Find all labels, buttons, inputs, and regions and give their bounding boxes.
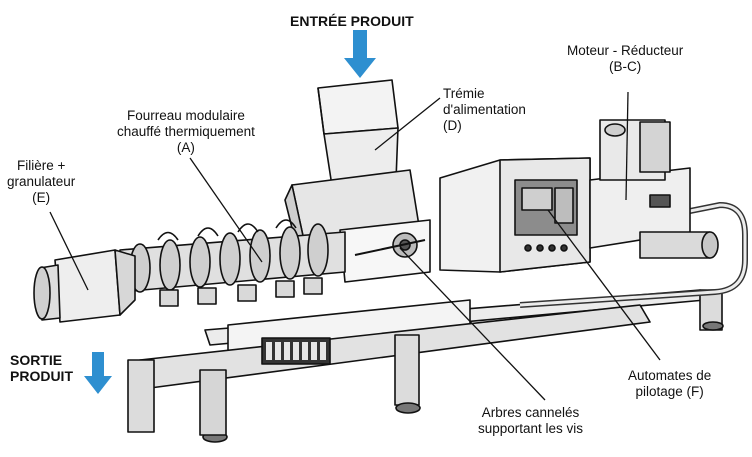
label-fourreau-line-1: Fourreau modulaire [127,108,245,123]
screw-window [339,219,431,283]
die-granulator [54,249,121,323]
leg-2 [394,334,420,406]
label-fourreau: Fourreau modulaire chauffé thermiquement… [117,108,255,156]
label-moteur-line-1: Moteur - Réducteur [567,43,684,58]
label-automates-line-2: pilotage (F) [635,384,704,399]
foot-2 [395,402,421,414]
feed-hopper [317,79,399,135]
label-fourreau-line-2: chauffé thermiquement [117,124,255,139]
label-tremie-line-3: (D) [443,118,462,133]
arrows [84,30,376,394]
leg-1 [127,359,155,433]
sortie-arrow-icon [84,352,112,394]
label-filiere-line-2: granulateur [7,174,76,189]
label-tremie-line-1: Trémie [443,86,485,101]
label-sortie-produit: SORTIE PRODUIT [10,352,73,384]
label-automates-line-1: Automates de [628,368,712,383]
label-fourreau-line-3: (A) [176,140,195,155]
leader-fourreau [189,157,263,263]
label-sortie-line-2: PRODUIT [10,368,73,384]
drive-cylinder [639,231,711,259]
leader-tremie [374,97,441,151]
label-arbres-line-1: Arbres cannelés [481,405,580,420]
label-arbres: Arbres cannelés supportant les vis [478,405,583,437]
label-filiere-line-3: (E) [32,190,51,205]
label-sortie-line-1: SORTIE [10,352,63,368]
label-filiere: Filière + granulateur (E) [7,158,75,206]
leader-automates [547,209,661,361]
heater-boxes [159,277,323,307]
label-tremie-line-2: d'alimentation [443,102,526,117]
label-moteur-line-2: (B-C) [609,59,642,74]
entree-arrow-icon [344,30,376,78]
leader-filiere [49,211,89,291]
foot-3 [702,321,724,331]
label-automates: Automates de pilotage (F) [628,368,711,400]
label-moteur: Moteur - Réducteur (B-C) [567,43,683,75]
leader-moteur [625,91,629,201]
label-filiere-line-1: Filière + [16,158,66,173]
label-arbres-line-2: supportant les vis [478,421,584,436]
leader-lines [49,91,661,401]
leader-arbres [399,247,546,401]
label-tremie: Trémie d'alimentation (D) [443,86,526,134]
label-entree-produit: ENTRÉE PRODUIT [290,13,414,29]
leg-4 [199,369,227,436]
